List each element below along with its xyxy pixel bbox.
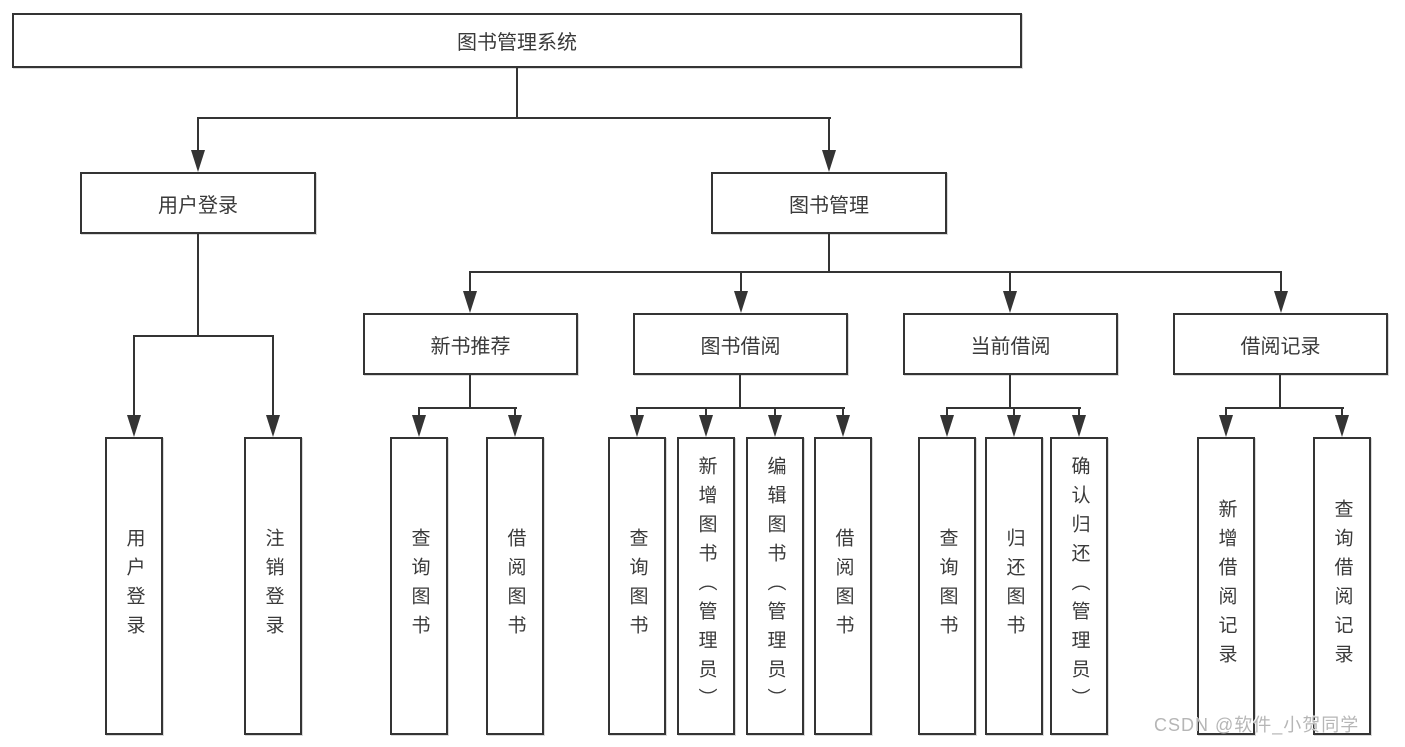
connector-root-branch xyxy=(197,117,831,119)
leaf-borrow-books: 借阅图书 xyxy=(486,437,544,735)
watermark: CSDN @软件_小贺同学 xyxy=(1154,715,1360,735)
connector-drop xyxy=(1280,271,1282,292)
leaf-label: 借阅图书 xyxy=(504,528,526,644)
connector-user-login-stem xyxy=(197,234,199,337)
connector-drop xyxy=(514,407,516,416)
connector-stem xyxy=(469,375,471,409)
connector-drop xyxy=(1341,407,1343,416)
connector-drop xyxy=(946,407,948,416)
leaf-label: 注销登录 xyxy=(262,528,284,644)
arrowhead-down-icon xyxy=(699,415,713,437)
arrowhead-down-icon xyxy=(266,415,280,437)
connector-drop xyxy=(469,271,471,292)
node-borrowing-records: 借阅记录 xyxy=(1173,313,1388,375)
node-root-label: 图书管理系统 xyxy=(457,32,577,54)
arrowhead-down-icon xyxy=(463,291,477,313)
connector-root-stem xyxy=(516,68,518,118)
connector-drop xyxy=(272,335,274,416)
leaf-label: 查询借阅记录 xyxy=(1331,499,1353,673)
leaf-label: 借阅图书 xyxy=(832,528,854,644)
leaf-label: 归还图书 xyxy=(1003,528,1025,644)
connector-book-management-stem xyxy=(828,234,830,273)
connector-user-login-branch xyxy=(133,335,274,337)
arrowhead-down-icon xyxy=(1007,415,1021,437)
arrowhead-down-icon xyxy=(508,415,522,437)
leaf-query-books: 查询图书 xyxy=(390,437,448,735)
leaf-add-borrow-record: 新增借阅记录 xyxy=(1197,437,1255,735)
connector-drop xyxy=(842,407,844,416)
connector-stem xyxy=(1279,375,1281,409)
leaf-query-books: 查询图书 xyxy=(918,437,976,735)
connector-drop xyxy=(740,271,742,292)
arrowhead-down-icon xyxy=(191,150,205,172)
arrowhead-down-icon xyxy=(630,415,644,437)
connector-branch xyxy=(636,407,845,409)
arrowhead-down-icon xyxy=(1274,291,1288,313)
node-book-management-label: 图书管理 xyxy=(789,194,869,217)
connector-drop xyxy=(1013,407,1015,416)
leaf-label: 编辑图书（管理员） xyxy=(764,455,786,717)
arrowhead-down-icon xyxy=(127,415,141,437)
connector-drop xyxy=(636,407,638,416)
arrowhead-down-icon xyxy=(836,415,850,437)
arrowhead-down-icon xyxy=(1219,415,1233,437)
node-new-book-recommend-label: 新书推荐 xyxy=(430,335,511,358)
leaf-edit-books-admin: 编辑图书（管理员） xyxy=(746,437,804,735)
connector-drop xyxy=(774,407,776,416)
leaf-label: 查询图书 xyxy=(626,528,648,644)
leaf-logout: 注销登录 xyxy=(244,437,302,735)
node-user-login: 用户登录 xyxy=(80,172,316,234)
node-new-book-recommend: 新书推荐 xyxy=(363,313,578,375)
leaf-label: 查询图书 xyxy=(936,528,958,644)
leaf-return-books: 归还图书 xyxy=(985,437,1043,735)
connector-branch xyxy=(418,407,517,409)
arrowhead-down-icon xyxy=(1003,291,1017,313)
connector-drop xyxy=(418,407,420,416)
arrowhead-down-icon xyxy=(940,415,954,437)
node-current-borrowing-label: 当前借阅 xyxy=(970,335,1051,358)
arrowhead-down-icon xyxy=(822,150,836,172)
leaf-query-borrow-record: 查询借阅记录 xyxy=(1313,437,1371,735)
arrowhead-down-icon xyxy=(768,415,782,437)
arrowhead-down-icon xyxy=(734,291,748,313)
arrowhead-down-icon xyxy=(412,415,426,437)
leaf-confirm-return-admin: 确认归还（管理员） xyxy=(1050,437,1108,735)
connector-drop xyxy=(1009,271,1011,292)
connector-book-management-branch xyxy=(469,271,1282,273)
arrowhead-down-icon xyxy=(1335,415,1349,437)
connector-branch xyxy=(1225,407,1344,409)
leaf-add-books-admin: 新增图书（管理员） xyxy=(677,437,735,735)
connector-stem xyxy=(739,375,741,409)
connector-drop-book-management xyxy=(828,117,830,151)
node-current-borrowing: 当前借阅 xyxy=(903,313,1118,375)
node-book-management: 图书管理 xyxy=(711,172,947,234)
leaf-label: 查询图书 xyxy=(408,528,430,644)
connector-drop-user-login xyxy=(197,117,199,151)
node-root: 图书管理系统 xyxy=(12,13,1022,68)
leaf-query-books: 查询图书 xyxy=(608,437,666,735)
leaf-label: 确认归还（管理员） xyxy=(1068,455,1090,717)
leaf-user-login: 用户登录 xyxy=(105,437,163,735)
connector-drop xyxy=(1078,407,1080,416)
node-borrowing-records-label: 借阅记录 xyxy=(1240,335,1321,358)
node-user-login-label: 用户登录 xyxy=(158,194,238,217)
leaf-borrow-books: 借阅图书 xyxy=(814,437,872,735)
arrowhead-down-icon xyxy=(1072,415,1086,437)
leaf-label: 新增借阅记录 xyxy=(1215,499,1237,673)
leaf-label: 新增图书（管理员） xyxy=(695,455,717,717)
connector-drop xyxy=(133,335,135,416)
connector-stem xyxy=(1009,375,1011,409)
connector-drop xyxy=(705,407,707,416)
connector-drop xyxy=(1225,407,1227,416)
leaf-label: 用户登录 xyxy=(123,528,145,644)
node-book-borrowing-label: 图书借阅 xyxy=(700,335,781,358)
node-book-borrowing: 图书借阅 xyxy=(633,313,848,375)
